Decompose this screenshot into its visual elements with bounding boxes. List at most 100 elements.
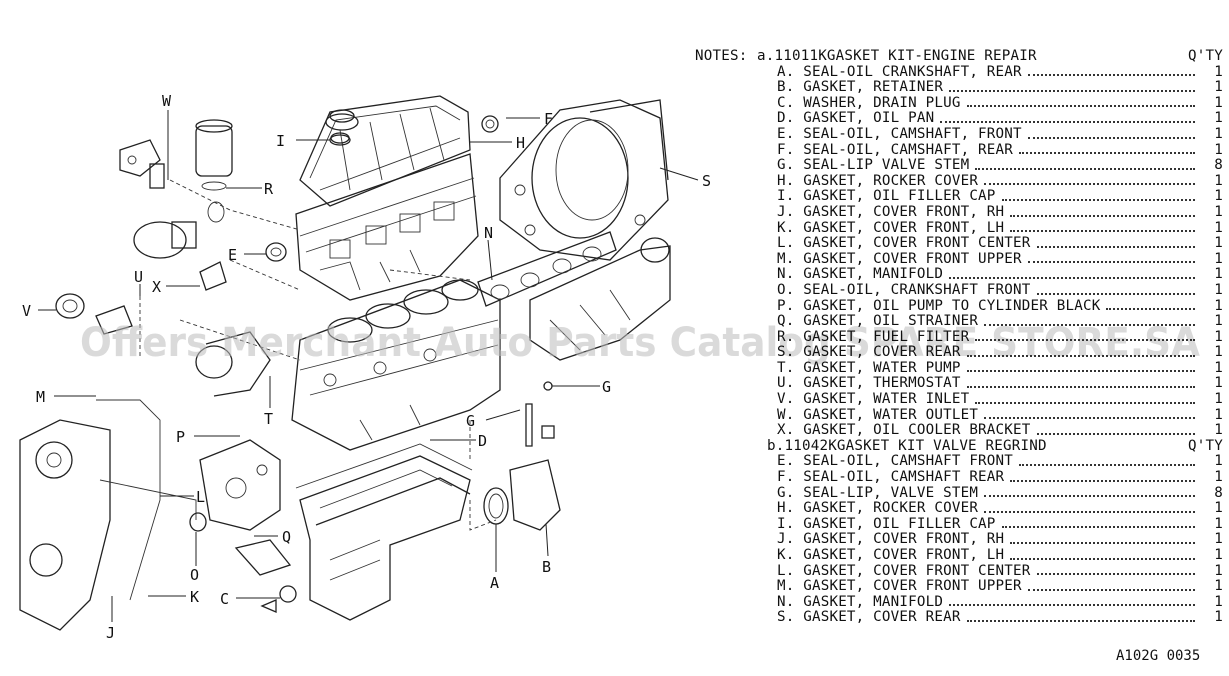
kit-b-header-row: b.11042KGASKET KIT VALVE REGRIND Q'TY	[695, 438, 1223, 455]
part-quantity: 1	[1214, 125, 1223, 142]
dotted-leader	[1027, 588, 1195, 591]
part-quantity: 1	[1214, 547, 1223, 563]
camshaft-front-seal	[265, 242, 287, 262]
part-description: V. GASKET, WATER INLET	[777, 391, 970, 408]
callout-g-lower: G	[466, 412, 475, 430]
parts-list-row: F. SEAL-OIL, CAMSHAFT, REAR 1	[695, 141, 1223, 159]
fuel-filter-drawing	[195, 119, 233, 191]
part-description: F. SEAL-OIL, CAMSHAFT, REAR	[777, 141, 1014, 158]
part-description: S. GASKET, COVER REAR	[777, 344, 961, 361]
parts-list-row: X. GASKET, OIL COOLER BRACKET 1	[695, 423, 1223, 439]
part-quantity: 1	[1214, 391, 1223, 408]
part-quantity: 1	[1214, 609, 1223, 626]
thermostat-gasket	[95, 305, 133, 335]
callout-o: O	[190, 566, 199, 584]
notes-label: NOTES:	[695, 48, 748, 64]
part-quantity: 1	[1214, 141, 1223, 158]
part-description: K. GASKET, COVER FRONT, LH	[777, 219, 1005, 236]
part-quantity: 8	[1214, 484, 1223, 501]
cylinder-block-drawing	[291, 279, 501, 451]
part-description: M. GASKET, COVER FRONT UPPER	[777, 250, 1022, 267]
part-description: X. GASKET, OIL COOLER BRACKET	[777, 422, 1031, 439]
callout-h: H	[516, 134, 525, 152]
water-pump-drawing	[195, 331, 271, 397]
dotted-leader	[1010, 214, 1195, 217]
part-description: O. SEAL-OIL, CRANKSHAFT FRONT	[777, 281, 1031, 298]
part-description: Q. GASKET, OIL STRAINER	[777, 313, 979, 330]
dotted-leader	[949, 89, 1195, 92]
dotted-leader	[1027, 136, 1195, 139]
dotted-leader	[949, 276, 1195, 279]
dotted-leader	[1019, 464, 1195, 467]
part-quantity: 1	[1214, 406, 1223, 423]
callout-s: S	[702, 172, 711, 190]
dotted-leader	[1001, 526, 1195, 529]
callout-d: D	[478, 432, 487, 450]
oil-cooler-bracket-gasket	[199, 261, 227, 291]
part-quantity: 1	[1214, 422, 1223, 439]
part-description: L. GASKET, COVER FRONT CENTER	[777, 562, 1031, 579]
callout-m: M	[36, 388, 45, 406]
dotted-leader	[984, 323, 1195, 326]
kit-a-qty-header: Q'TY	[1188, 48, 1223, 64]
parts-list-row: L. GASKET, COVER FRONT CENTER 1	[695, 562, 1223, 580]
callout-c: C	[220, 590, 229, 608]
parts-list-row: G. SEAL-LIP, VALVE STEM 8	[695, 484, 1223, 502]
part-quantity: 1	[1214, 578, 1223, 595]
oil-pan-drawing	[299, 455, 471, 621]
parts-list-row: A. SEAL-OIL CRANKSHAFT, REAR 1	[695, 63, 1223, 81]
part-quantity: 1	[1214, 453, 1223, 470]
parts-list-row: E. SEAL-OIL, CAMSHAFT FRONT 1	[695, 454, 1223, 470]
part-quantity: 1	[1214, 172, 1223, 189]
oil-filler-cap-gasket	[330, 132, 350, 144]
dotted-leader	[940, 120, 1195, 123]
part-quantity: 1	[1214, 500, 1223, 517]
part-quantity: 1	[1214, 344, 1223, 361]
dotted-leader	[1010, 479, 1195, 482]
part-description: S. GASKET, COVER REAR	[777, 609, 961, 626]
part-quantity: 1	[1214, 562, 1223, 579]
part-description: K. GASKET, COVER FRONT, LH	[777, 547, 1005, 563]
part-description: U. GASKET, THERMOSTAT	[777, 375, 961, 392]
part-description: G. SEAL-LIP, VALVE STEM	[777, 484, 979, 501]
part-quantity: 1	[1214, 515, 1223, 532]
dotted-leader	[1010, 230, 1195, 233]
part-quantity: 1	[1214, 63, 1223, 80]
callout-t: T	[264, 410, 273, 428]
part-description: J. GASKET, COVER FRONT, RH	[777, 203, 1005, 220]
callout-v: V	[22, 302, 31, 320]
notes-parts-list: NOTES: a.11011KGASKET KIT-ENGINE REPAIR …	[695, 48, 1223, 626]
part-quantity: 1	[1214, 297, 1223, 314]
rear-retainer-gasket	[509, 459, 561, 531]
callout-a: A	[490, 574, 499, 592]
parts-list-row: S. GASKET, COVER REAR 1	[695, 345, 1223, 361]
part-description: E. SEAL-OIL, CAMSHAFT FRONT	[777, 453, 1014, 470]
part-description: A. SEAL-OIL CRANKSHAFT, REAR	[777, 63, 1022, 80]
callout-u: U	[134, 268, 143, 286]
part-description: C. WASHER, DRAIN PLUG	[777, 94, 961, 111]
dotted-leader	[966, 354, 1195, 357]
dotted-leader	[1036, 432, 1195, 435]
part-description: P. GASKET, OIL PUMP TO CYLINDER BLACK	[777, 297, 1101, 314]
watermark-text: Offers Merchant Auto Parts Catalog SPARE…	[80, 320, 1200, 366]
callout-q: Q	[282, 528, 291, 546]
oil-pan-gasket	[295, 443, 473, 489]
oil-pump-drawing	[199, 439, 281, 531]
part-quantity: 1	[1214, 328, 1223, 345]
egr-valve-drawing	[133, 201, 225, 259]
part-description: R. GASKET, FUEL FILTER	[777, 328, 970, 345]
